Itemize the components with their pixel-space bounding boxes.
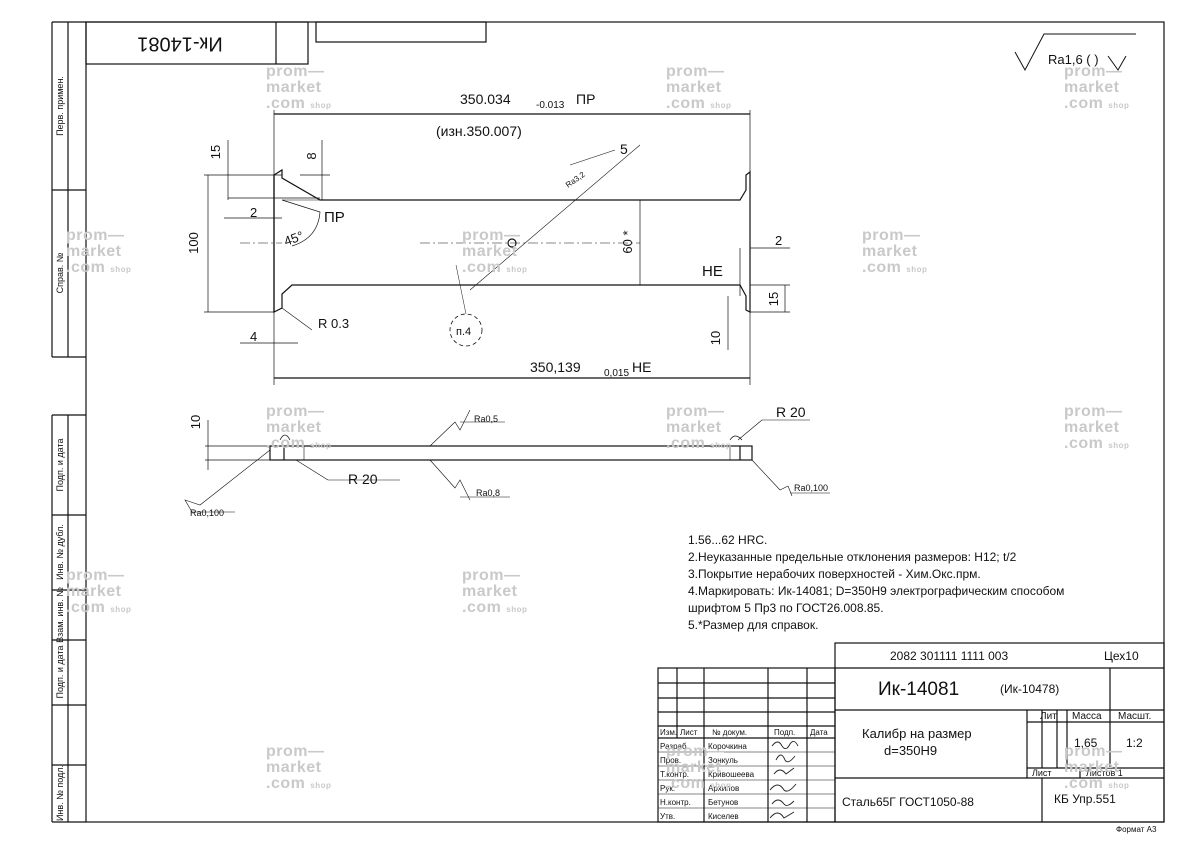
note-4-cont: шрифтом 5 Пр3 по ГОСТ26.008.85.	[688, 601, 884, 615]
side-r20-right: R 20	[776, 404, 806, 420]
dim-ne-label: НЕ	[702, 263, 723, 280]
dim-10-right: 10	[708, 331, 723, 345]
dim-bottom-label: НЕ	[632, 359, 651, 375]
strip-3: Инв. № дубл.	[55, 524, 65, 580]
watermark: prom—market.com shop	[1064, 743, 1130, 792]
tb-scale: 1:2	[1126, 736, 1143, 750]
watermark: prom—market.com shop	[666, 743, 732, 792]
tb-col-lit: Лит.	[1040, 711, 1058, 722]
dim-angle: 45°	[282, 228, 306, 249]
tb-role-0: Разраб.	[660, 742, 689, 751]
sheet-frame	[85, 21, 1165, 823]
tb-name-3: Архипов	[708, 784, 739, 793]
watermark: prom—market.com shop	[66, 567, 132, 616]
tb-name-5: Киселев	[708, 812, 739, 821]
tb-name-0: Корочкина	[708, 742, 747, 751]
dim-pr-label: ПР	[324, 209, 345, 226]
tb-format: Формат А3	[1116, 825, 1157, 834]
watermark: prom—market.com shop	[266, 743, 332, 792]
dim-d5: 5	[620, 141, 628, 157]
watermark: prom—market.com shop	[1064, 63, 1130, 112]
tb-shop: Цех10	[1104, 649, 1139, 663]
dim-8: 8	[304, 152, 319, 159]
tb-mass: 1,65	[1074, 736, 1098, 750]
strip-2: Подп. и дата	[55, 438, 65, 491]
tb-hdr-sign: Подп.	[774, 728, 795, 737]
watermark: prom—market.com shop	[1064, 403, 1130, 452]
technical-notes: 1.56...62 HRC. 2.Неуказанные предельные …	[688, 532, 1064, 634]
dim-2-left: 2	[250, 205, 257, 220]
tb-role-1: Пров.	[660, 756, 681, 765]
watermark: prom—market.com shop	[666, 63, 732, 112]
side-ra08: Ra0,8	[476, 488, 500, 498]
dim-top-label: ПР	[576, 91, 595, 107]
side-ra05: Ra0,5	[474, 414, 498, 424]
dim-top-tol: -0.013	[536, 100, 565, 111]
tb-designation-alt: (Ик-10478)	[1000, 682, 1059, 696]
side-r20-left: R 20	[348, 471, 378, 487]
watermark: prom—market.com shop	[266, 403, 332, 452]
tb-role-5: Утв.	[660, 812, 675, 821]
tb-hdr-izm: Изм.	[660, 728, 677, 737]
tb-role-4: Н.контр.	[660, 798, 691, 807]
tb-role-2: Т.контр.	[660, 770, 689, 779]
strip-6: Инв. № подл.	[55, 765, 65, 821]
tb-sheet: Лист	[1032, 768, 1052, 778]
dim-p4: п.4	[456, 326, 471, 338]
dim-15-left: 15	[208, 145, 223, 159]
dim-100: 100	[186, 232, 201, 254]
dim-wear: (изн.350.007)	[436, 123, 522, 139]
tb-col-scale: Масшт.	[1118, 711, 1151, 722]
dim-bottom-length: 350,139	[530, 359, 581, 375]
note-5: 5.*Размер для справок.	[688, 618, 819, 632]
tb-col-mass: Масса	[1072, 711, 1102, 722]
note-1: 1.56...62 HRC.	[688, 533, 768, 547]
tb-material: Сталь65Г ГОСТ1050-88	[842, 795, 974, 809]
watermark: prom—market.com shop	[266, 63, 332, 112]
tb-role-3: Рук.	[660, 784, 675, 793]
dim-r03: R 0.3	[318, 316, 349, 331]
side-ra0100-right: Ra0,100	[794, 483, 828, 493]
dim-60: 60 *	[620, 230, 635, 253]
dim-15-right: 15	[766, 292, 781, 306]
tb-name-1: Зонкуль	[708, 756, 738, 765]
tb-designation: Ик-14081	[878, 679, 959, 700]
dim-2-right: 2	[775, 233, 782, 248]
strip-1: Справ. №	[55, 252, 65, 293]
tb-org: КБ Упр.551	[1054, 792, 1116, 806]
tb-name-line2: d=350H9	[884, 743, 937, 758]
tb-name-line1: Калибр на размер	[862, 726, 972, 741]
dim-top-length: 350.034	[460, 91, 511, 107]
dim-4: 4	[250, 329, 257, 344]
dim-ra-small: Ra3,2	[564, 170, 587, 190]
strip-5: Подп. и дата	[55, 645, 65, 698]
dim-bottom-tol: 0,015	[604, 368, 629, 379]
tb-name-2: Кривошеева	[708, 770, 755, 779]
side-dim-10: 10	[188, 415, 203, 429]
side-ra0100-left: Ra0,100	[190, 508, 224, 518]
watermark: prom—market.com shop	[666, 403, 732, 452]
note-3: 3.Покрытие нерабочих поверхностей - Хим.…	[688, 567, 981, 581]
tb-hdr-date: Дата	[810, 728, 828, 737]
note-2: 2.Неуказанные предельные отклонения разм…	[688, 550, 1017, 564]
watermark: prom—market.com shop	[462, 227, 528, 276]
drawing-id-rotated: Ик-14081	[137, 33, 222, 55]
watermark: prom—market.com shop	[862, 227, 928, 276]
tb-hdr-list: Лист	[680, 728, 698, 737]
strip-0: Перв. примен.	[55, 76, 65, 136]
roughness-general: Ra1,6 ( )	[1048, 52, 1099, 67]
tb-sheets: Листов 1	[1086, 768, 1123, 778]
tb-doc-number: 2082 301111 1111 003	[890, 649, 1008, 663]
watermark: prom—market.com shop	[462, 567, 528, 616]
tb-name-4: Бетунов	[708, 798, 738, 807]
tb-hdr-doc: № докум.	[712, 728, 747, 737]
watermark: prom—market.com shop	[66, 227, 132, 276]
strip-4: Взам. инв. №	[55, 587, 65, 643]
signatures	[769, 741, 799, 819]
note-4: 4.Маркировать: Ик-14081; D=350H9 электро…	[688, 584, 1065, 598]
